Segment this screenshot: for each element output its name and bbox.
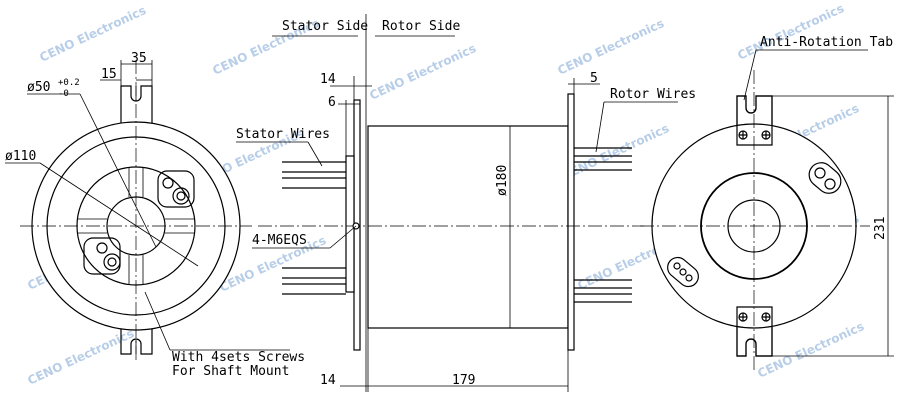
watermark: CENO Electronics [560,121,671,183]
watermark: CENO Electronics [555,16,666,78]
stator-side-label: Stator Side [282,19,368,34]
watermark: CENO Electronics [25,326,136,388]
dim-flange-thickness-bottom: 14 [320,373,336,388]
side-view: Stator Side Rotor Side 14 6 5 [236,14,696,392]
rotor-side-label: Rotor Side [382,19,460,34]
dim-flange-thickness-top: 14 [320,72,336,87]
screws-note-line1: With 4sets Screws [172,350,305,365]
screws-note-line2: For Shaft Mount [172,364,289,379]
thread-callout: 4-M6EQS [252,233,307,248]
dim-body-diameter: ø180 [495,165,510,196]
rotor-end-view: 231 Anti-Rotation Tab [640,35,894,370]
watermark: CENO Electronics [735,1,846,63]
dim-bore-tol-upper: +0.2 [58,78,80,88]
rotor-wires-label: Rotor Wires [610,87,696,102]
dim-body-length: 179 [452,373,475,388]
stator-end-view: 35 15 ø50 +0.2 -0 ø110 With 4sets Screws… [5,51,305,379]
dim-tab-offset: 15 [101,67,117,82]
stator-wires-label: Stator Wires [236,127,330,142]
dim-tab-width: 35 [131,51,147,66]
watermark: CENO Electronics [367,41,478,103]
anti-rotation-tab-label: Anti-Rotation Tab [760,35,893,50]
dim-rotor-flange: 5 [590,71,598,86]
dim-overall-height: 231 [873,217,888,240]
dim-flange-step: 6 [328,95,336,110]
dim-outer-diameter: ø110 [5,149,36,164]
dim-bore-diameter: ø50 [27,80,50,95]
